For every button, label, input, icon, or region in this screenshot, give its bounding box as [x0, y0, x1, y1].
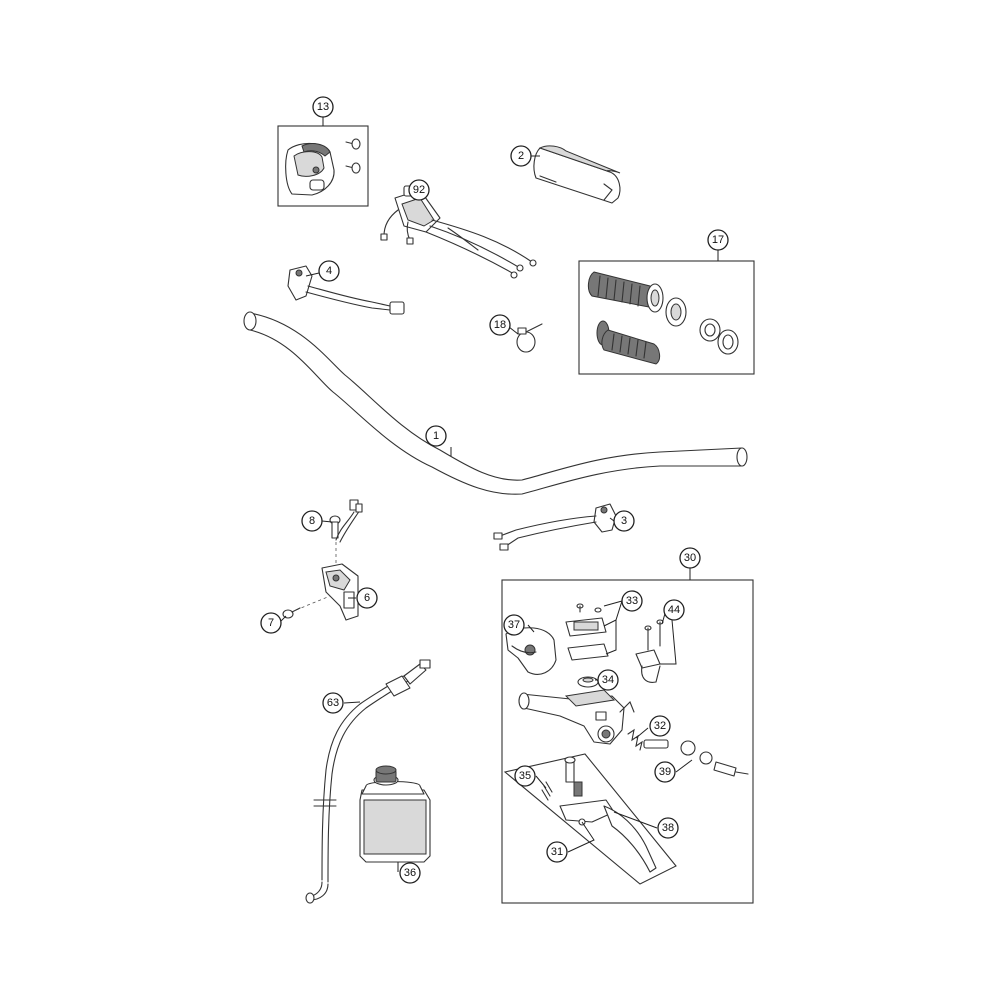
callout-32-label: 32 [654, 720, 666, 732]
cable-tie-part [516, 323, 543, 353]
callout-6: 6 [356, 587, 378, 609]
callout-44: 44 [663, 599, 685, 621]
brake-fluid-bottle-part [359, 765, 431, 863]
group-box-30 [501, 579, 754, 904]
callout-34-label: 34 [602, 674, 614, 686]
callout-92-label: 92 [413, 184, 425, 196]
callout-36: 36 [399, 862, 421, 884]
callout-37: 37 [503, 614, 525, 636]
callout-30: 30 [679, 547, 701, 569]
callout-31: 31 [546, 841, 568, 863]
switch-cable-part [287, 265, 405, 315]
callout-38-label: 38 [662, 822, 674, 834]
brake-line-part [305, 659, 431, 904]
callout-92: 92 [408, 179, 430, 201]
callout-3: 3 [613, 510, 635, 532]
bracket-part [295, 563, 359, 621]
switch-housing-part [285, 142, 335, 196]
callout-35: 35 [514, 765, 536, 787]
reservoir-cap-part [565, 603, 609, 661]
callout-39-label: 39 [659, 766, 671, 778]
callout-13: 13 [312, 96, 334, 118]
callout-1-label: 1 [433, 430, 439, 442]
callout-13-label: 13 [317, 101, 329, 113]
callout-33-label: 33 [626, 595, 638, 607]
callout-2: 2 [510, 145, 532, 167]
callout-17: 17 [707, 229, 729, 251]
diaphragm-part [577, 676, 599, 688]
callout-18-label: 18 [494, 319, 506, 331]
group-box-31 [503, 753, 677, 885]
callout-6-label: 6 [364, 592, 370, 604]
master-cylinder-part [518, 689, 635, 745]
callout-34: 34 [597, 669, 619, 691]
lever-kit-part [541, 756, 657, 873]
callout-4-label: 4 [326, 265, 332, 277]
handlebar-part [243, 311, 748, 495]
grip-set-part [587, 271, 739, 365]
callout-39: 39 [654, 761, 676, 783]
callout-7: 7 [260, 612, 282, 634]
callout-31-label: 31 [551, 846, 563, 858]
piston-spring-part [627, 728, 749, 777]
callout-7-label: 7 [268, 617, 274, 629]
callout-18: 18 [489, 314, 511, 336]
group-box-17 [578, 260, 755, 375]
throttle-assembly-part [380, 185, 537, 279]
callout-3-label: 3 [621, 515, 627, 527]
callout-1: 1 [425, 425, 447, 447]
callout-30-label: 30 [684, 552, 696, 564]
callout-35-label: 35 [519, 770, 531, 782]
sensor-part [329, 499, 363, 570]
screw-pair-part [345, 138, 361, 174]
callout-17-label: 17 [712, 234, 724, 246]
callout-8-label: 8 [309, 515, 315, 527]
handlebar-pad-part [533, 145, 621, 204]
callout-32: 32 [649, 715, 671, 737]
callout-4: 4 [318, 260, 340, 282]
callout-63-label: 63 [327, 697, 339, 709]
clamp-bolts-part [635, 619, 664, 683]
callout-33: 33 [621, 590, 643, 612]
callout-44-label: 44 [668, 604, 680, 616]
leader-lines [279, 117, 719, 872]
lever-guard-part [505, 627, 557, 675]
callout-38: 38 [657, 817, 679, 839]
callout-2-label: 2 [518, 150, 524, 162]
callout-63: 63 [322, 692, 344, 714]
callout-8: 8 [301, 510, 323, 532]
switch-right-part [493, 503, 617, 551]
callout-36-label: 36 [404, 867, 416, 879]
callout-37-label: 37 [508, 619, 520, 631]
